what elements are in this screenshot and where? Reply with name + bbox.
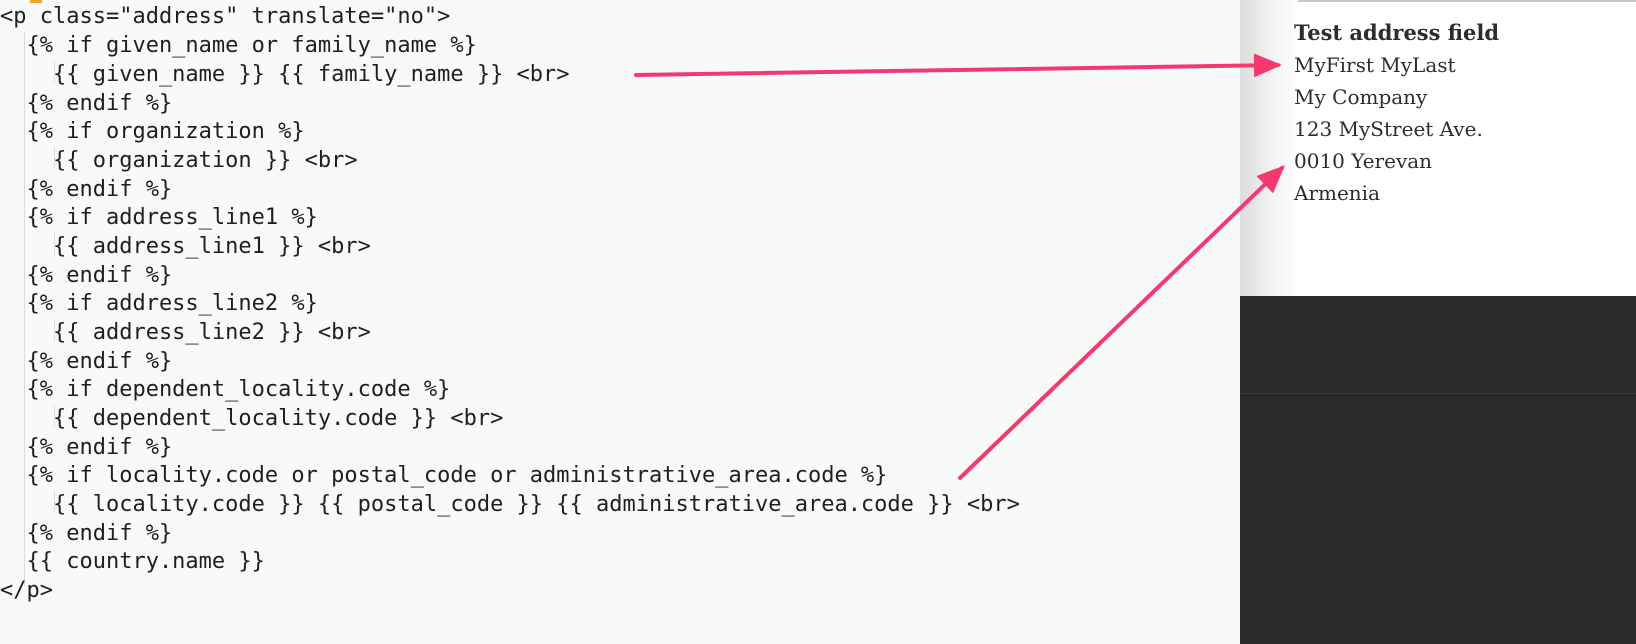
address-line-organization: My Company [1294,85,1428,109]
code-line-locality-output[interactable]: {{ locality.code }} {{ postal_code }} {{… [0,492,1020,517]
code-line-name-output[interactable]: {{ given_name }} {{ family_name }} <br> [0,62,570,87]
address-field-title: Test address field [1294,20,1500,45]
indent-guide [54,61,55,83]
address-line-country: Armenia [1294,181,1381,205]
cursor-marker [30,0,42,3]
code-line-endif[interactable]: {% endif %} [0,349,173,374]
code-line-if-name[interactable]: {% if given_name or family_name %} [0,33,477,58]
code-line-organization-output[interactable]: {{ organization }} <br> [0,148,358,173]
indent-guide [54,405,55,427]
code-line-dependent-locality-output[interactable]: {{ dependent_locality.code }} <br> [0,406,504,431]
code-line-if-organization[interactable]: {% if organization %} [0,119,305,144]
indent-guide [54,147,55,169]
card-top-border [1298,0,1636,2]
code-line-if-address-line1[interactable]: {% if address_line1 %} [0,205,318,230]
indent-guide [54,491,55,513]
indent-guide [54,233,55,255]
address-line-name: MyFirst MyLast [1294,53,1456,77]
code-editor[interactable]: <p class="address" translate="no"> {% if… [0,0,1240,644]
code-line-if-locality[interactable]: {% if locality.code or postal_code or ad… [0,463,888,488]
indent-guide [24,31,25,586]
code-line-country-output[interactable]: {{ country.name }} [0,549,265,574]
code-line-address-line2-output[interactable]: {{ address_line2 }} <br> [0,320,371,345]
address-line-locality: 0010 Yerevan [1294,149,1433,173]
code-line-if-dependent-locality[interactable]: {% if dependent_locality.code %} [0,377,451,402]
address-preview-card: Test address field MyFirst MyLast My Com… [1240,0,1636,296]
code-line-if-address-line2[interactable]: {% if address_line2 %} [0,291,318,316]
code-line-endif[interactable]: {% endif %} [0,435,173,460]
code-line-endif[interactable]: {% endif %} [0,177,173,202]
pane-divider [1240,393,1636,394]
code-line-endif[interactable]: {% endif %} [0,263,173,288]
code-line-endif[interactable]: {% endif %} [0,521,173,546]
code-line-endif[interactable]: {% endif %} [0,91,173,116]
address-line-street: 123 MyStreet Ave. [1294,117,1483,141]
preview-pane: Test address field MyFirst MyLast My Com… [1240,0,1636,644]
code-line-p-open[interactable]: <p class="address" translate="no"> [0,4,451,29]
code-line-address-line1-output[interactable]: {{ address_line1 }} <br> [0,234,371,259]
indent-guide [54,319,55,341]
code-line-p-close[interactable]: </p> [0,578,53,603]
